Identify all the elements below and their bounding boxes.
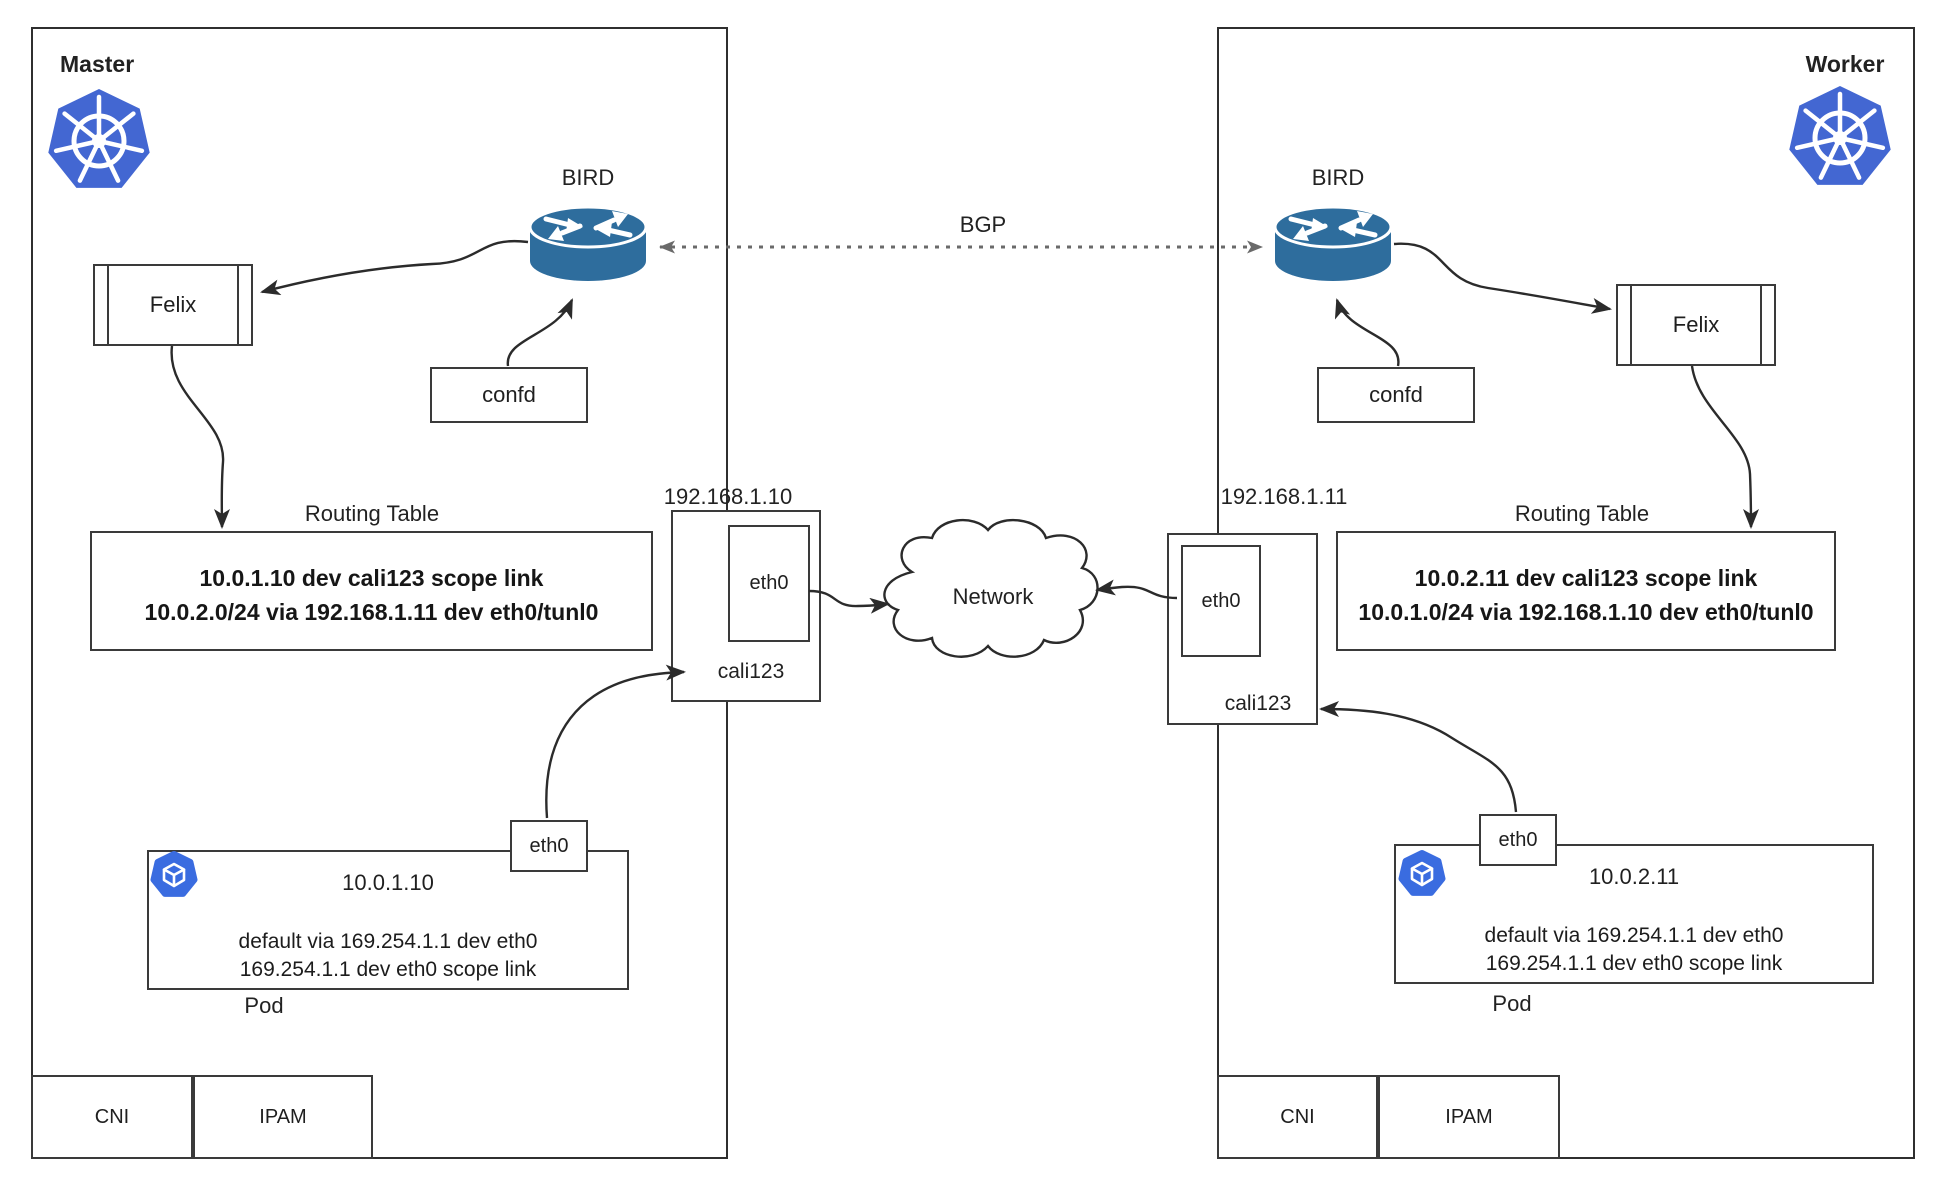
felix-label-worker: Felix bbox=[1672, 312, 1720, 337]
host-ip-label-master: 192.168.1.10 bbox=[663, 484, 793, 509]
nic-eth0-box-worker: eth0 bbox=[1181, 545, 1261, 657]
felix-label-master: Felix bbox=[149, 292, 197, 317]
pod-route-line: default via 169.254.1.1 dev eth0 bbox=[1484, 924, 1784, 947]
ipam-label: IPAM bbox=[1445, 1105, 1493, 1128]
felix-box-worker: Felix bbox=[1616, 284, 1776, 366]
ipam-box-worker: IPAM bbox=[1378, 1075, 1560, 1159]
felix-sidebar-right bbox=[237, 266, 239, 344]
pod-eth0-label: eth0 bbox=[1498, 828, 1538, 851]
pod-caption-worker: Pod bbox=[1492, 991, 1532, 1016]
bgp-label: BGP bbox=[959, 212, 1007, 237]
pod-route-line: 169.254.1.1 dev eth0 scope link bbox=[239, 958, 537, 981]
confd-label-master: confd bbox=[482, 382, 536, 407]
felix-sidebar-left bbox=[107, 266, 109, 344]
master-node-label: Master bbox=[60, 51, 135, 77]
confd-label-worker: confd bbox=[1369, 382, 1423, 407]
ipam-label: IPAM bbox=[259, 1105, 307, 1128]
pod-box-master: 10.0.1.10 default via 169.254.1.1 dev et… bbox=[147, 850, 629, 990]
pod-caption-master: Pod bbox=[244, 993, 284, 1018]
bird-label-worker: BIRD bbox=[1311, 165, 1365, 190]
routing-table-box-master: 10.0.1.10 dev cali123 scope link 10.0.2.… bbox=[90, 531, 653, 651]
nic-box-worker: eth0 bbox=[1167, 533, 1318, 725]
confd-box-worker: confd bbox=[1317, 367, 1475, 423]
cni-label: CNI bbox=[1280, 1105, 1315, 1128]
pod-route-line: default via 169.254.1.1 dev eth0 bbox=[238, 930, 538, 953]
routing-table-line: 10.0.1.0/24 via 192.168.1.10 dev eth0/tu… bbox=[1358, 599, 1814, 625]
routing-table-line: 10.0.1.10 dev cali123 scope link bbox=[199, 565, 544, 591]
routing-table-title-worker: Routing Table bbox=[1514, 501, 1650, 526]
cni-box-worker: CNI bbox=[1217, 1075, 1378, 1159]
pod-ip-label-master: 10.0.1.10 bbox=[342, 870, 434, 895]
confd-box-master: confd bbox=[430, 367, 588, 423]
nic-cali-label-worker: cali123 bbox=[1224, 692, 1292, 715]
host-ip-label-worker: 192.168.1.11 bbox=[1220, 484, 1348, 509]
pod-box-worker: 10.0.2.11 default via 169.254.1.1 dev et… bbox=[1394, 844, 1874, 984]
pod-eth0-box-master: eth0 bbox=[510, 820, 588, 872]
pod-ip-label-worker: 10.0.2.11 bbox=[1588, 864, 1680, 889]
routing-table-box-worker: 10.0.2.11 dev cali123 scope link 10.0.1.… bbox=[1336, 531, 1836, 651]
pod-route-line: 169.254.1.1 dev eth0 scope link bbox=[1485, 952, 1783, 975]
routing-table-line: 10.0.2.0/24 via 192.168.1.11 dev eth0/tu… bbox=[144, 599, 599, 625]
felix-sidebar-left bbox=[1630, 286, 1632, 364]
routing-table-title-master: Routing Table bbox=[304, 501, 440, 526]
cni-label: CNI bbox=[94, 1105, 130, 1128]
cni-box-master: CNI bbox=[31, 1075, 193, 1159]
pod-eth0-box-worker: eth0 bbox=[1479, 814, 1557, 866]
nic-eth0-box-master: eth0 bbox=[728, 525, 810, 642]
ipam-box-master: IPAM bbox=[193, 1075, 373, 1159]
nic-eth0-label: eth0 bbox=[1201, 589, 1241, 612]
worker-node-label: Worker bbox=[1805, 51, 1885, 77]
felix-sidebar-right bbox=[1760, 286, 1762, 364]
nic-cali-label-master: cali123 bbox=[717, 660, 785, 683]
routing-table-line: 10.0.2.11 dev cali123 scope link bbox=[1414, 565, 1758, 591]
bird-label-master: BIRD bbox=[561, 165, 615, 190]
nic-eth0-label: eth0 bbox=[749, 572, 789, 594]
pod-eth0-label: eth0 bbox=[529, 834, 569, 857]
arrow-eth0-to-network-worker bbox=[1095, 579, 1178, 600]
nic-box-master: eth0 bbox=[671, 510, 821, 702]
felix-box-master: Felix bbox=[93, 264, 253, 346]
network-label: Network bbox=[952, 584, 1034, 609]
